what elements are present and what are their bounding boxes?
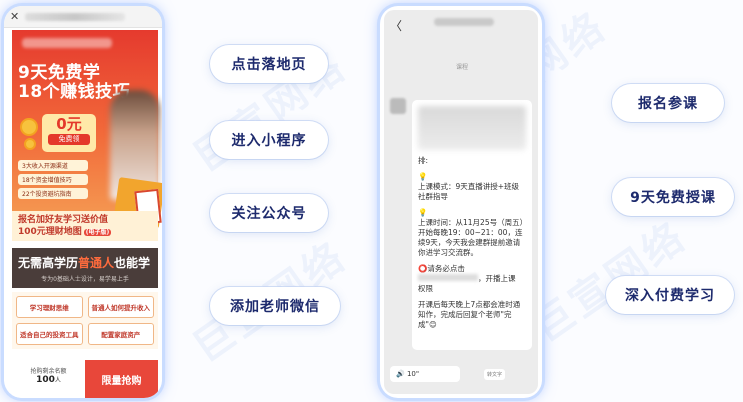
course-topic-grid: 学习理财思维 普通人如何提升收入 适合自己的投资工具 配置家庭资产 <box>12 292 158 349</box>
blurred-contact-name <box>434 18 494 26</box>
blurred-brand <box>22 38 112 48</box>
audience-section: 无需高学历普通人也能学 专为0基础人士设计，易学易上手 <box>12 248 158 288</box>
remaining-quota: 抢购剩余名额 100人 <box>12 360 85 398</box>
lightbulb-icon: 💡 <box>418 172 428 181</box>
promo-banner[interactable]: 报名加好友学习送价值 100元理财地图(电子版) <box>12 211 158 241</box>
hero-title: 9天免费学 18个赚钱技巧 <box>18 63 131 102</box>
step-label: 关注公众号 <box>210 194 328 232</box>
message-text: 上课模式：9天直播讲授+班级社群指导 <box>418 182 520 201</box>
alert-icon: ⭕ <box>418 264 428 273</box>
message-text: 请务必点击 <box>427 264 465 273</box>
list-item: 18个资金增值技巧 <box>18 174 88 185</box>
back-icon[interactable]: 〈 <box>390 18 403 33</box>
blurred-url <box>25 12 126 21</box>
chat-header: 〈 <box>384 10 538 40</box>
step-label: 点击落地页 <box>210 45 328 83</box>
step-label: 添加老师微信 <box>210 287 340 325</box>
avatar <box>390 98 406 114</box>
list-item: 22个投资避坑指南 <box>18 188 88 199</box>
blurred-text <box>418 106 526 150</box>
list-item: 3大收入开源渠道 <box>18 160 88 171</box>
buy-button[interactable]: 限量抢购 <box>85 360 158 398</box>
step-label: 9天免费授课 <box>612 178 734 216</box>
chat-message: 排: 💡上课模式：9天直播讲授+班级社群指导 💡上课时间：从11月25号（周五）… <box>412 100 532 350</box>
voice-message[interactable]: 🔊 10" <box>390 366 460 382</box>
hero-banner: 9天免费学 18个赚钱技巧 0元 免费领 3大收入开源渠道 18个资金增值技巧 … <box>12 30 162 229</box>
coin-icon <box>20 118 38 136</box>
chat-input-bar: 🔊 10" 转文字 <box>390 362 534 386</box>
step-label: 进入小程序 <box>210 121 328 159</box>
free-badge: 0元 免费领 <box>42 114 96 152</box>
browser-top-bar: ✕ <box>4 6 162 28</box>
chat-phone: 〈 课程 排: 💡上课模式：9天直播讲授+班级社群指导 💡上课时间：从11月25… <box>380 6 542 398</box>
step-label: 报名参课 <box>612 84 724 122</box>
topic-card[interactable]: 学习理财思维 <box>16 296 83 318</box>
message-text: 上课时间：从11月25号（周五）开始每晚19：00~21：00，连续9天，今天我… <box>418 218 524 257</box>
step-label: 深入付费学习 <box>606 276 734 314</box>
chat-subtitle: 课程 <box>456 64 469 71</box>
benefit-list: 3大收入开源渠道 18个资金增值技巧 22个投资避坑指南 <box>18 160 88 202</box>
close-icon[interactable]: ✕ <box>10 10 20 23</box>
chat-screen: 〈 课程 排: 💡上课模式：9天直播讲授+班级社群指导 💡上课时间：从11月25… <box>384 10 538 394</box>
message-text: 开课后每天晚上7点都会准时通知作，完成后回复个老师"完成"😊 <box>418 300 521 329</box>
message-text: 权限 <box>418 284 433 293</box>
lightbulb-icon: 💡 <box>418 208 428 217</box>
topic-card[interactable]: 配置家庭资产 <box>87 323 154 345</box>
topic-card[interactable]: 适合自己的投资工具 <box>16 323 83 345</box>
purchase-bar: 抢购剩余名额 100人 限量抢购 <box>12 360 158 398</box>
coin-icon <box>24 138 36 150</box>
landing-page-phone: ✕ 9天免费学 18个赚钱技巧 0元 免费领 3大收入开源渠道 18个资金增值技… <box>4 6 162 398</box>
message-text: ，开播上课 <box>478 274 516 283</box>
convert-text-button[interactable]: 转文字 <box>484 368 506 380</box>
topic-card[interactable]: 普通人如何提升收入 <box>87 296 154 318</box>
message-text: 排: <box>418 156 429 165</box>
